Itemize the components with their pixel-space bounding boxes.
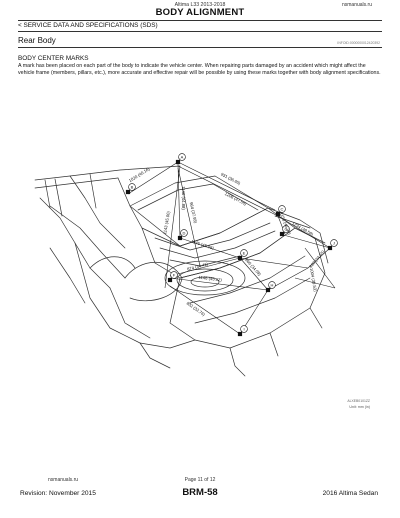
model-name: 2016 Altima Sedan — [322, 490, 378, 497]
unit-note: Unit: mm (in) — [349, 405, 370, 409]
svg-text:H: H — [271, 282, 274, 287]
footer-site-link[interactable]: nsmanuals.ru — [48, 477, 79, 483]
dimension-label: 880 (34.65) — [308, 249, 326, 269]
svg-text:J: J — [333, 240, 335, 245]
section-code: INFOID:0000000012420392 — [337, 41, 380, 45]
measurement-point-b: B — [125, 183, 136, 195]
dimension-label: 866 (34.09) — [244, 257, 262, 277]
dimension-label: 874 (34.41) — [187, 261, 210, 272]
svg-text:B: B — [131, 184, 134, 189]
figure-code: ALXEB0101ZZ — [347, 399, 370, 403]
site-link[interactable]: nsmanuals.ru — [341, 2, 372, 8]
svg-text:I: I — [243, 326, 244, 331]
page-title: BODY ALIGNMENT — [155, 7, 245, 18]
measurement-point-e: E — [237, 249, 248, 261]
measurement-point-c: C — [275, 205, 286, 217]
measurement-point-f: F — [167, 271, 178, 283]
measurement-point-a: A — [175, 153, 186, 165]
page-of: Page 11 of 12 — [184, 477, 216, 483]
subsection-heading: BODY CENTER MARKS — [18, 55, 89, 62]
model-line: Altima L33 2013-2018 — [174, 2, 226, 8]
dimension-label: 964 (37.95) — [189, 202, 198, 225]
header-rule — [18, 20, 382, 21]
svg-text:G: G — [284, 226, 287, 231]
svg-text:E: E — [243, 250, 246, 255]
svg-text:D: D — [183, 230, 186, 235]
dimension-label: 1143 (45.00) — [162, 210, 171, 235]
measurement-point-i: I — [237, 325, 248, 337]
measurement-point-j: J — [327, 239, 338, 251]
page-number: BRM-58 — [182, 487, 218, 498]
dimension-label: 1146 (45.12) — [198, 275, 222, 283]
measurement-point-d: D — [177, 229, 188, 241]
dimension-label: 1234 (48.58) — [291, 221, 315, 238]
breadcrumb-rule — [18, 31, 382, 32]
dimension-label: 1140 (44.88) — [181, 186, 186, 210]
section-title: Rear Body — [18, 36, 56, 45]
body-paragraph: A mark has been placed on each part of t… — [18, 63, 381, 77]
svg-text:F: F — [173, 272, 176, 277]
measurement-point-h: H — [265, 281, 276, 293]
breadcrumb[interactable]: < SERVICE DATA AND SPECIFICATIONS (SDS) — [18, 22, 158, 29]
measurement-point-g: G — [279, 225, 290, 237]
svg-text:C: C — [281, 206, 284, 211]
dimension-label: 931 (36.65) — [220, 172, 242, 186]
revision-date: Revision: November 2015 — [20, 490, 96, 497]
section-rule — [18, 47, 382, 48]
dimension-label: 1004 (39.53) — [309, 268, 318, 293]
svg-text:A: A — [181, 154, 184, 159]
